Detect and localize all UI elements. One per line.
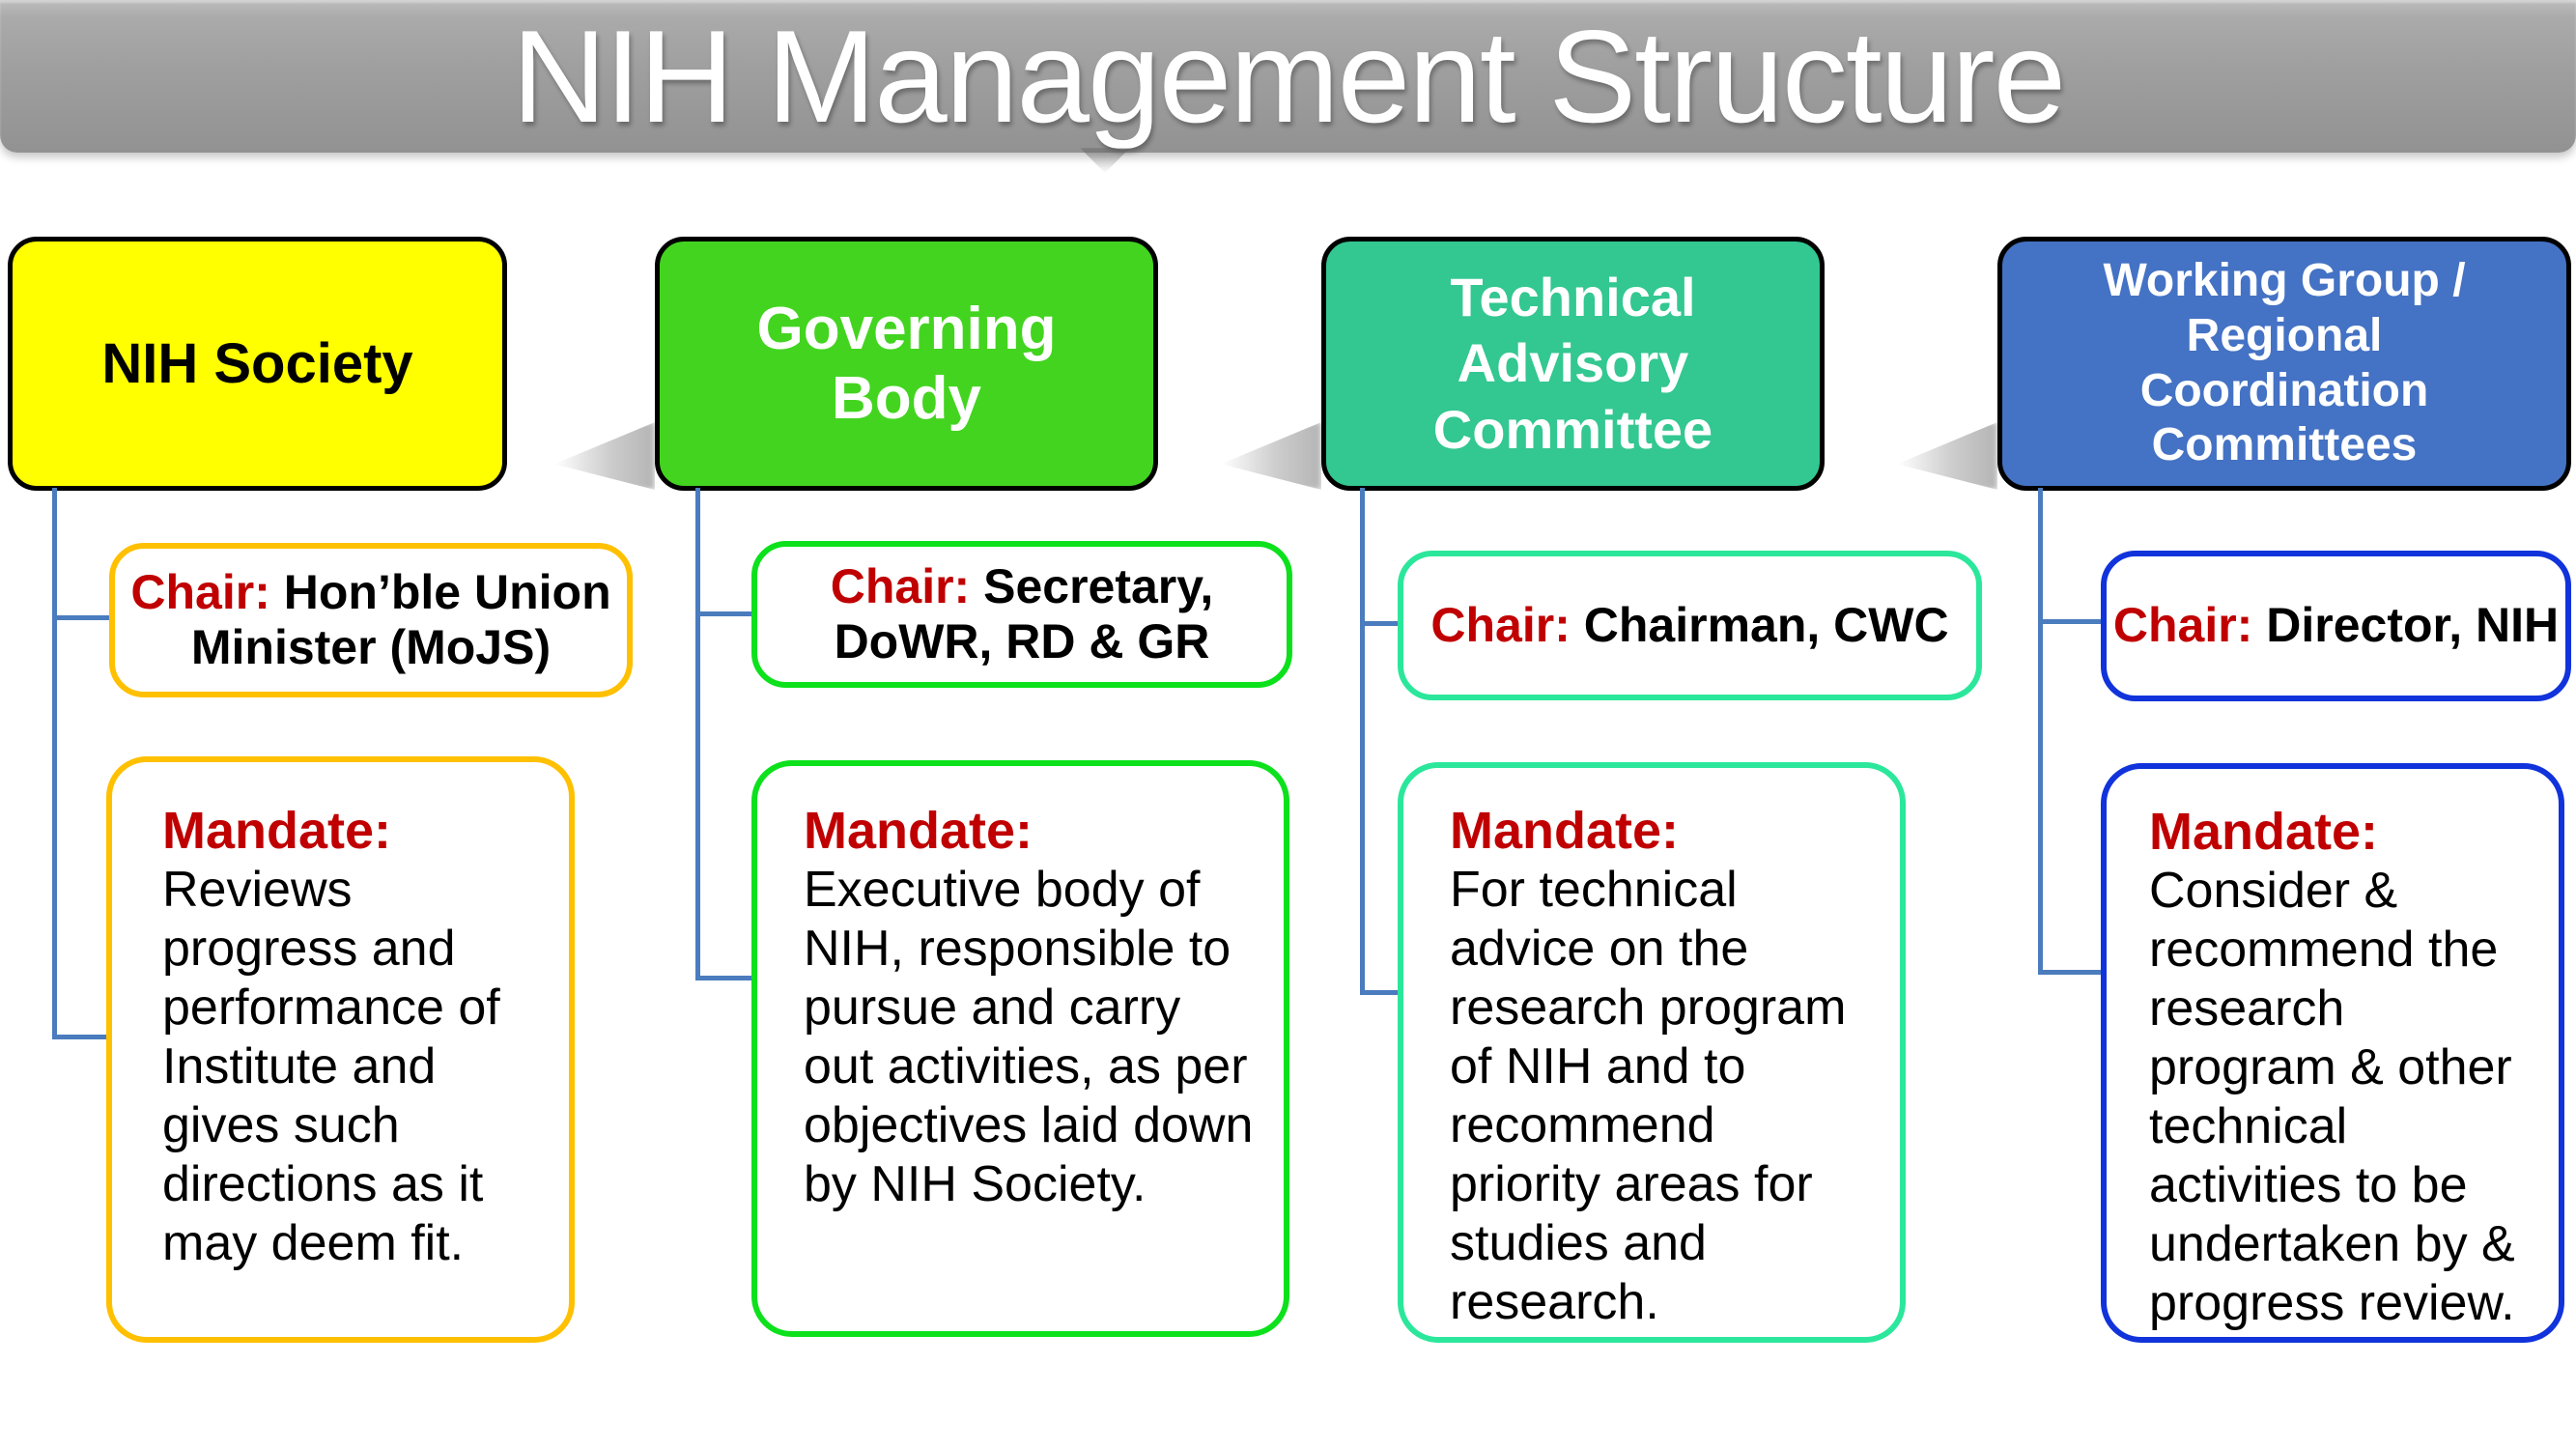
header-shadow bbox=[1897, 422, 1997, 490]
header-label: Governing Body bbox=[756, 295, 1057, 432]
header-box: Technical Advisory Committee bbox=[1321, 237, 1825, 491]
mandate-label: Mandate: bbox=[2149, 803, 2379, 861]
chair-label: Chair: bbox=[1430, 597, 1571, 652]
connector-chair-stub bbox=[695, 611, 755, 616]
mandate-box: Mandate: For technical advice on the res… bbox=[1398, 762, 1906, 1343]
chair-value: Secretary, DoWR, RD & GR bbox=[834, 558, 1214, 669]
chair-label: Chair: bbox=[830, 558, 971, 613]
mandate-label: Mandate: bbox=[162, 802, 392, 860]
connector-chair-stub bbox=[1360, 621, 1401, 626]
chair-value: Chairman, CWC bbox=[1583, 597, 1949, 652]
title-banner: NIH Management Structure bbox=[0, 0, 2576, 153]
connector-chair-stub bbox=[2038, 619, 2105, 624]
header-box: NIH Society bbox=[8, 237, 507, 491]
header-label: Technical Advisory Committee bbox=[1432, 267, 1713, 460]
chair-value: Director, NIH bbox=[2266, 598, 2560, 653]
mandate-box: Mandate: Consider & recommend the resear… bbox=[2101, 763, 2564, 1343]
connector-vline bbox=[52, 488, 57, 1039]
chair-text: Chair: Secretary, DoWR, RD & GR bbox=[831, 559, 1214, 670]
connector-mandate-stub bbox=[2038, 970, 2105, 975]
chair-box: Chair: Chairman, CWC bbox=[1398, 551, 1982, 700]
chair-value: Hon’ble Union Minister (MoJS) bbox=[190, 564, 611, 675]
mandate-body: Reviews progress and performance of Inst… bbox=[162, 862, 500, 1271]
connector-mandate-stub bbox=[695, 976, 755, 980]
chair-box: Chair: Director, NIH bbox=[2101, 551, 2571, 701]
chair-box: Chair: Secretary, DoWR, RD & GR bbox=[751, 541, 1292, 688]
connector-vline bbox=[695, 488, 700, 980]
header-label: NIH Society bbox=[101, 332, 413, 395]
header-box: Working Group / Regional Coordination Co… bbox=[1997, 237, 2571, 491]
header-label: Working Group / Regional Coordination Co… bbox=[2103, 255, 2466, 471]
mandate-body: Executive body of NIH, responsible to pu… bbox=[804, 862, 1254, 1212]
chair-text: Chair: Director, NIH bbox=[2113, 598, 2559, 654]
mandate-box: Mandate: Executive body of NIH, responsi… bbox=[751, 760, 1289, 1337]
banner-shadow-notch bbox=[1080, 148, 1130, 173]
connector-chair-stub bbox=[52, 615, 112, 620]
mandate-body: For technical advice on the research pro… bbox=[1450, 862, 1847, 1330]
chair-text: Chair: Chairman, CWC bbox=[1430, 598, 1948, 654]
connector-mandate-stub bbox=[52, 1035, 110, 1039]
chair-label: Chair: bbox=[130, 564, 270, 619]
connector-mandate-stub bbox=[1360, 990, 1403, 995]
header-shadow bbox=[554, 422, 655, 490]
chair-text: Chair: Hon’ble Union Minister (MoJS) bbox=[130, 565, 610, 676]
mandate-box: Mandate: Reviews progress and performanc… bbox=[106, 756, 575, 1343]
page-title: NIH Management Structure bbox=[511, 3, 2066, 150]
connector-vline bbox=[1360, 488, 1365, 995]
mandate-body: Consider & recommend the research progra… bbox=[2149, 863, 2515, 1331]
mandate-label: Mandate: bbox=[804, 802, 1033, 860]
mandate-label: Mandate: bbox=[1450, 802, 1680, 860]
chair-box: Chair: Hon’ble Union Minister (MoJS) bbox=[109, 543, 633, 697]
chair-label: Chair: bbox=[2112, 598, 2253, 653]
header-shadow bbox=[1221, 422, 1321, 490]
connector-vline bbox=[2038, 488, 2043, 975]
header-box: Governing Body bbox=[655, 237, 1158, 491]
